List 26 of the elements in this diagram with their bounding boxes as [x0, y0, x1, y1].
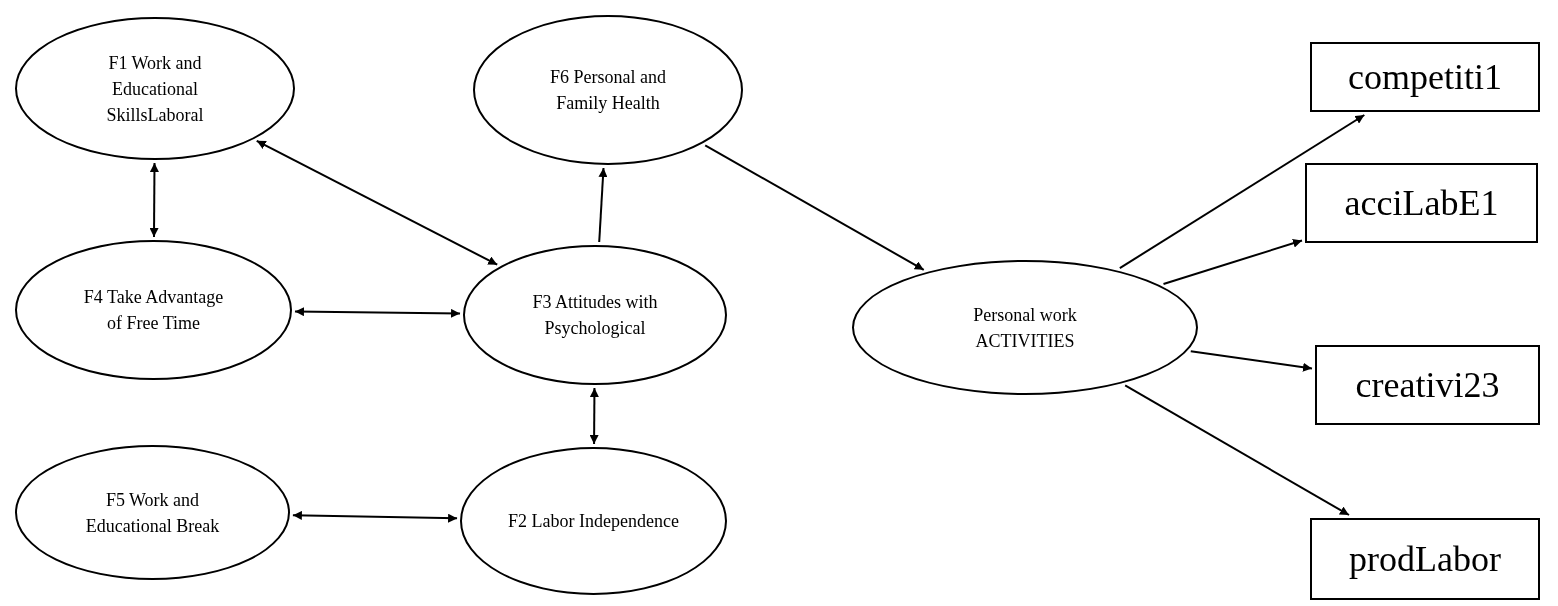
arrow	[1162, 238, 1303, 285]
node-label: F3 Attitudes with Psychological	[531, 291, 659, 340]
node-label: F1 Work and Educational SkillsLaboral	[105, 51, 205, 127]
arrow	[255, 139, 499, 266]
node-label: F2 Labor Independence	[508, 510, 679, 533]
arrow	[598, 166, 608, 244]
arrow	[589, 387, 599, 445]
arrow	[293, 307, 462, 318]
indicator-box	[1310, 518, 1540, 600]
node-label: Personal work ACTIVITIES	[972, 303, 1078, 353]
node-label: prodLabor	[1349, 538, 1501, 581]
indicator-box	[1310, 42, 1540, 112]
node-label: competiti1	[1348, 56, 1502, 99]
indicator-box	[1315, 345, 1540, 425]
node-label: F4 Take Advantage of Free Time	[82, 286, 225, 335]
node-label: F6 Personal and Family Health	[549, 66, 667, 115]
arrow	[1118, 114, 1366, 270]
arrow	[704, 144, 925, 271]
arrow	[291, 510, 459, 523]
indicator-box	[1305, 163, 1538, 243]
arrow	[1189, 350, 1313, 372]
node-label: acciLabE1	[1344, 182, 1499, 225]
node-label: F5 Work and Educational Break	[84, 488, 221, 538]
arrow	[149, 162, 159, 238]
arrow	[1124, 384, 1350, 516]
node-label: creativi23	[1355, 364, 1500, 407]
